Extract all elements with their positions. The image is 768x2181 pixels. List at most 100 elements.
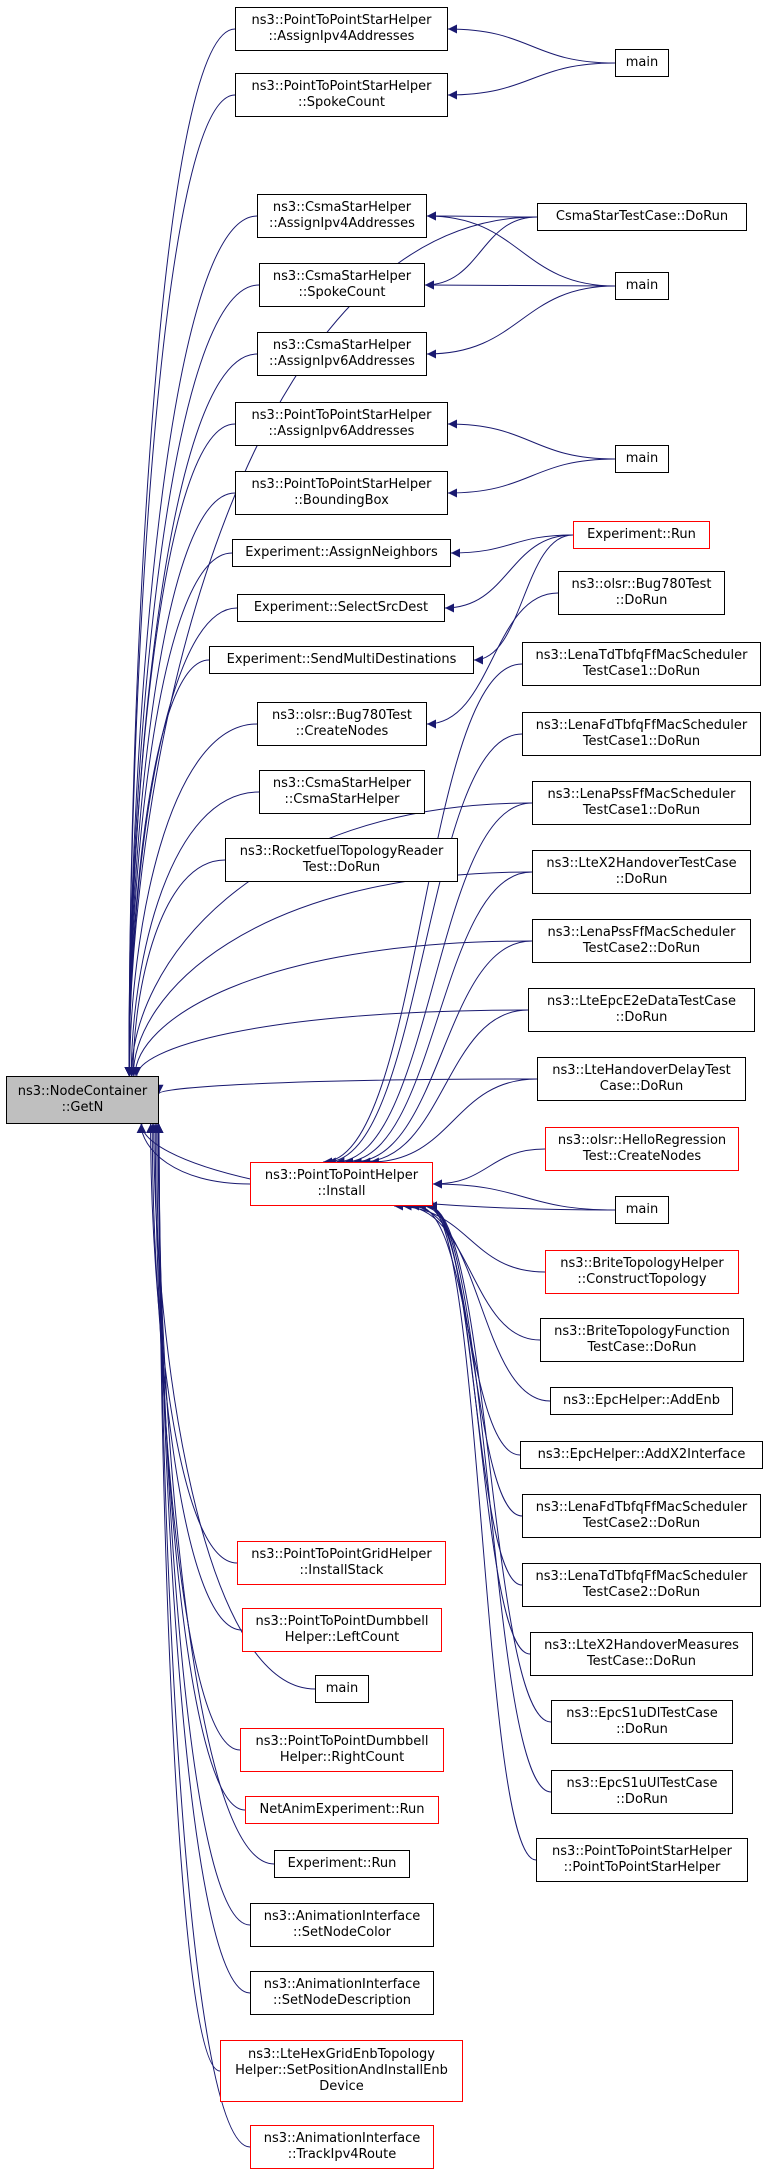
call-edge-main4-to-p2pInst bbox=[432, 1179, 616, 1211]
call-edge-csmaTC-to-csmaA4 bbox=[426, 211, 538, 221]
node-p2p-star-spoke-count[interactable]: ns3::PointToPointStarHelper::SpokeCount bbox=[235, 73, 448, 117]
call-edge-gridIS-to-root bbox=[146, 1123, 238, 1564]
node-csma-star-assign-ipv4[interactable]: ns3::CsmaStarHelper::AssignIpv4Addresses bbox=[257, 194, 427, 238]
call-edge-rocket-to-root bbox=[128, 859, 226, 1077]
node-experiment-assign-neighbors[interactable]: Experiment::AssignNeighbors bbox=[232, 539, 451, 567]
node-olsr-bug780-create-nodes[interactable]: ns3::olsr::Bug780Test::CreateNodes bbox=[257, 702, 427, 746]
node-animation-set-node-description[interactable]: ns3::AnimationInterface::SetNodeDescript… bbox=[250, 1971, 434, 2015]
node-p2p-star-constructor[interactable]: ns3::PointToPointStarHelper::PointToPoin… bbox=[536, 1838, 748, 1882]
call-edge-csmaTC-to-root bbox=[124, 216, 538, 1077]
node-p2p-grid-install-stack[interactable]: ns3::PointToPointGridHelper::InstallStac… bbox=[237, 1541, 446, 1585]
call-edge-dbRC-to-root bbox=[150, 1123, 241, 1751]
call-edge-lenaPss1-to-p2pInst bbox=[335, 802, 533, 1167]
node-brite-construct-topology[interactable]: ns3::BriteTopologyHelper::ConstructTopol… bbox=[545, 1250, 739, 1294]
node-experiment-run-left[interactable]: Experiment::Run bbox=[274, 1850, 410, 1878]
call-edge-lteX2HOM-to-p2pInst bbox=[427, 1201, 531, 1655]
call-edge-lteEpcE2E-to-root bbox=[132, 1009, 529, 1077]
call-edge-olsrDR-to-olsrCN bbox=[426, 592, 559, 729]
call-edge-lteEpcE2E-to-p2pInst bbox=[361, 1009, 529, 1167]
call-edge-main2-to-csmaSC bbox=[424, 280, 616, 290]
node-p2p-star-bounding-box[interactable]: ns3::PointToPointStarHelper::BoundingBox bbox=[235, 471, 448, 515]
node-epc-add-x2-interface[interactable]: ns3::EpcHelper::AddX2Interface bbox=[520, 1441, 763, 1469]
call-edge-main3-to-p2pStarA6 bbox=[447, 419, 616, 460]
call-edge-lteHOD-to-root bbox=[154, 1078, 538, 1095]
call-edge-epcDl-to-p2pInst bbox=[427, 1201, 552, 1723]
call-edge-aniDesc-to-root bbox=[154, 1123, 251, 1994]
node-csma-star-spoke-count[interactable]: ns3::CsmaStarHelper::SpokeCount bbox=[259, 263, 425, 307]
node-epc-s1u-ul-test[interactable]: ns3::EpcS1uUlTestCase::DoRun bbox=[551, 1770, 733, 1814]
call-edge-p2pStarSC-to-root bbox=[124, 94, 236, 1077]
call-edge-p2pStarCtor-to-p2pInst bbox=[427, 1201, 537, 1861]
node-root-node-container-getn: ns3::NodeContainer::GetN bbox=[6, 1076, 159, 1124]
node-animation-set-node-color[interactable]: ns3::AnimationInterface::SetNodeColor bbox=[250, 1903, 434, 1947]
node-experiment-select-src-dest[interactable]: Experiment::SelectSrcDest bbox=[237, 594, 445, 622]
node-lte-epc-e2e-data-test[interactable]: ns3::LteEpcE2eDataTestCase::DoRun bbox=[528, 988, 755, 1032]
call-edge-olsrHello-to-p2pInst bbox=[432, 1148, 546, 1189]
node-experiment-send-multi-destinations[interactable]: Experiment::SendMultiDestinations bbox=[209, 646, 474, 674]
call-edge-expRunR-to-expSSD bbox=[444, 534, 574, 613]
call-edge-main1-to-p2pStarSC bbox=[447, 62, 616, 100]
call-edge-lteHex-to-root bbox=[154, 1123, 221, 2072]
call-edge-p2pStarBB-to-root bbox=[124, 492, 236, 1077]
call-edge-p2pStarA4-to-root bbox=[124, 28, 236, 1077]
node-csma-star-assign-ipv6[interactable]: ns3::CsmaStarHelper::AssignIpv6Addresses bbox=[257, 332, 427, 376]
call-edge-csmaCtor-to-root bbox=[126, 791, 260, 1077]
call-edge-dbLC-to-root bbox=[147, 1123, 243, 1631]
call-edge-main3-to-p2pStarBB bbox=[447, 458, 616, 498]
call-edge-mainL-to-root bbox=[149, 1123, 316, 1690]
call-edge-expRunR-to-expAN bbox=[450, 534, 574, 558]
node-main-left[interactable]: main bbox=[315, 1675, 369, 1703]
call-edge-briteTC-to-p2pInst bbox=[402, 1201, 541, 1341]
node-experiment-run-right[interactable]: Experiment::Run bbox=[573, 521, 710, 549]
node-p2p-star-assign-ipv6[interactable]: ns3::PointToPointStarHelper::AssignIpv6A… bbox=[235, 402, 448, 446]
node-main-2[interactable]: main bbox=[615, 272, 669, 300]
call-edge-olsrCN-to-root bbox=[125, 723, 258, 1077]
call-edge-main2-to-csmaA6 bbox=[426, 285, 616, 359]
node-epc-s1u-dl-test[interactable]: ns3::EpcS1uDlTestCase::DoRun bbox=[551, 1700, 733, 1744]
call-edge-lenaFdTb1-to-p2pInst bbox=[326, 733, 523, 1167]
node-animation-track-ipv4-route[interactable]: ns3::AnimationInterface::TrackIpv4Route bbox=[250, 2125, 434, 2169]
call-edge-csmaTC-to-csmaSC bbox=[424, 216, 538, 290]
call-edge-main1-to-p2pStarA4 bbox=[447, 24, 616, 64]
call-edge-epcAddEnb-to-p2pInst bbox=[410, 1201, 551, 1402]
call-edge-expRunR-to-expSMD bbox=[473, 534, 574, 665]
call-edge-expAN-to-root bbox=[124, 552, 233, 1077]
call-edge-main2-to-csmaA4 bbox=[426, 211, 616, 287]
call-edge-aniColor-to-root bbox=[154, 1123, 251, 1926]
node-olsr-bug780-do-run[interactable]: ns3::olsr::Bug780Test::DoRun bbox=[558, 571, 725, 615]
call-edge-netanim-to-root bbox=[152, 1123, 246, 1811]
node-main-4[interactable]: main bbox=[615, 1196, 669, 1224]
call-edge-lenaTdTb1-to-p2pInst bbox=[322, 663, 523, 1167]
call-edge-aniTrack-to-root bbox=[154, 1123, 251, 2148]
node-csma-star-constructor[interactable]: ns3::CsmaStarHelper::CsmaStarHelper bbox=[259, 770, 425, 814]
call-edge-lteX2HO-to-root bbox=[128, 871, 533, 1077]
call-edge-epcUl-to-p2pInst bbox=[427, 1201, 552, 1793]
node-epc-add-enb[interactable]: ns3::EpcHelper::AddEnb bbox=[550, 1387, 733, 1415]
call-edge-lenaPss2-to-root bbox=[130, 940, 533, 1077]
node-lte-x2-handover-test[interactable]: ns3::LteX2HandoverTestCase::DoRun bbox=[532, 850, 751, 894]
node-p2p-helper-install[interactable]: ns3::PointToPointHelper::Install bbox=[250, 1162, 433, 1206]
node-netanim-experiment-run[interactable]: NetAnimExperiment::Run bbox=[245, 1796, 439, 1824]
node-main-1[interactable]: main bbox=[615, 49, 669, 77]
call-edge-lteX2HO-to-p2pInst bbox=[343, 871, 533, 1167]
call-edge-lenaPss2-to-p2pInst bbox=[352, 940, 533, 1167]
node-csma-star-test-case-run[interactable]: CsmaStarTestCase::DoRun bbox=[537, 203, 747, 231]
node-p2p-star-assign-ipv4[interactable]: ns3::PointToPointStarHelper::AssignIpv4A… bbox=[235, 7, 448, 51]
node-main-3[interactable]: main bbox=[615, 445, 669, 473]
